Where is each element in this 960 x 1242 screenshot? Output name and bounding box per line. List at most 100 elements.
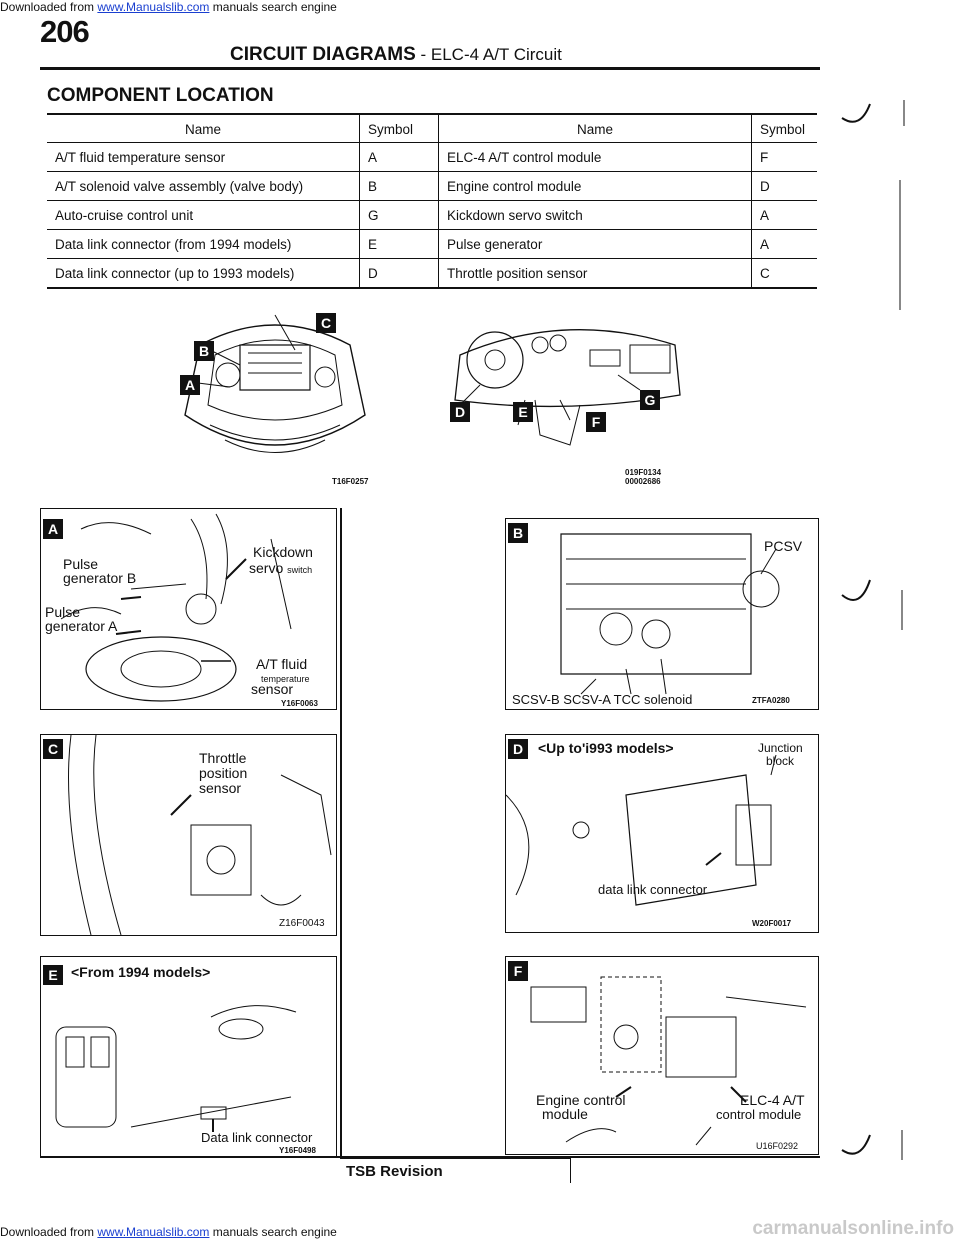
source-suffix: manuals search engine bbox=[209, 0, 337, 14]
panel-c-code: Z16F0043 bbox=[279, 918, 325, 929]
panel-f: F Engine control module ELC-4 A/T contro… bbox=[505, 956, 819, 1155]
panel-e-code: Y16F0498 bbox=[279, 1146, 316, 1155]
label-servo: servo switch bbox=[249, 561, 312, 577]
panel-b-illustration bbox=[506, 519, 818, 709]
table-cell: E bbox=[359, 229, 439, 259]
table-cell: A bbox=[751, 229, 817, 259]
table-row: A/T solenoid valve assembly (valve body)… bbox=[47, 171, 817, 201]
table-header-row: Name Symbol Name Symbol bbox=[47, 114, 817, 143]
table-cell: A/T solenoid valve assembly (valve body) bbox=[47, 171, 360, 201]
label-throttle: Throttle bbox=[199, 750, 247, 766]
label-control-module: control module bbox=[716, 1107, 802, 1122]
label-module: module bbox=[542, 1106, 588, 1122]
label-switch: switch bbox=[287, 565, 313, 575]
table-cell: F bbox=[751, 142, 817, 172]
footer-source-link[interactable]: www.Manualslib.com bbox=[97, 1225, 210, 1239]
table-cell: B bbox=[359, 171, 439, 201]
badge-c: C bbox=[316, 313, 336, 333]
label-at-fluid: A/T fluid bbox=[256, 656, 308, 672]
label-sensor: sensor bbox=[251, 681, 294, 697]
panel-f-illustration bbox=[506, 957, 818, 1154]
label-pulse-generator-a: Pulse generator A bbox=[45, 604, 118, 634]
panel-d-code: W20F0017 bbox=[752, 919, 792, 928]
binding-marks bbox=[840, 100, 960, 1200]
component-table: Name Symbol Name Symbol A/T fluid temper… bbox=[47, 113, 817, 289]
table-cell: A/T fluid temperature sensor bbox=[47, 142, 360, 172]
column-header: Name bbox=[438, 114, 752, 143]
table-cell: ELC-4 A/T control module bbox=[438, 142, 752, 172]
dashboard-overview: D E F G 019F0134 00002686 bbox=[440, 305, 690, 490]
badge-b: B bbox=[194, 341, 214, 361]
panel-f-code: U16F0292 bbox=[756, 1141, 799, 1151]
panel-e: E <From 1994 models> Data link connector… bbox=[40, 956, 337, 1158]
table-cell: G bbox=[359, 200, 439, 230]
badge-a: A bbox=[180, 375, 200, 395]
source-line: Downloaded from www.Manualslib.com manua… bbox=[0, 0, 337, 14]
footer-source-prefix: Downloaded from bbox=[0, 1225, 98, 1239]
badge-f: F bbox=[586, 412, 606, 432]
table-cell: Data link connector (from 1994 models) bbox=[47, 229, 360, 259]
source-link[interactable]: www.Manualslib.com bbox=[97, 0, 210, 14]
table-cell: D bbox=[751, 171, 817, 201]
panel-b: B PCSV SCSV-B SCSV-A TCC solenoid ZTFA02… bbox=[505, 518, 819, 710]
label-engine-control: Engine control bbox=[536, 1092, 626, 1108]
dashboard-illustration bbox=[440, 305, 690, 475]
table-cell: A bbox=[359, 142, 439, 172]
label-pcsv: PCSV bbox=[764, 538, 803, 554]
table-row: Auto-cruise control unit G Kickdown serv… bbox=[47, 200, 817, 230]
watermark: carmanualsonline.info bbox=[752, 1218, 954, 1239]
table-cell: A bbox=[751, 200, 817, 230]
panel-c-badge: C bbox=[43, 739, 63, 759]
panel-e-illustration bbox=[41, 957, 336, 1157]
label-kickdown: Kickdown bbox=[253, 544, 313, 560]
table-cell: Throttle position sensor bbox=[438, 258, 752, 289]
badge-e: E bbox=[513, 402, 533, 422]
dash-code-2: 00002686 bbox=[625, 477, 661, 486]
panel-b-badge: B bbox=[508, 523, 528, 543]
column-header: Symbol bbox=[751, 114, 817, 143]
label-pulse-generator-b: Pulse generator B bbox=[63, 556, 137, 586]
table-cell: Auto-cruise control unit bbox=[47, 200, 360, 230]
panel-d-title: <Up to'i993 models> bbox=[538, 740, 674, 756]
tsb-revision-label: TSB Revision bbox=[346, 1163, 443, 1180]
tsb-revision-box: TSB Revision bbox=[340, 1158, 571, 1183]
table-cell: Data link connector (up to 1993 models) bbox=[47, 258, 360, 289]
panel-d: D <Up to'i993 models> Junction block dat… bbox=[505, 734, 819, 933]
panel-a-illustration bbox=[41, 509, 336, 709]
column-header: Symbol bbox=[359, 114, 439, 143]
panel-d-badge: D bbox=[508, 739, 528, 759]
panel-f-badge: F bbox=[508, 961, 528, 981]
panel-c-illustration bbox=[41, 735, 336, 935]
page-number: 206 bbox=[40, 14, 90, 49]
table-cell: Kickdown servo switch bbox=[438, 200, 752, 230]
label-servo-text: servo bbox=[249, 560, 284, 576]
label-data-link-connector-d: data link connector bbox=[598, 882, 708, 897]
label-junction: Junction bbox=[758, 741, 803, 755]
column-divider bbox=[340, 508, 342, 1158]
table-cell: C bbox=[751, 258, 817, 289]
table-cell: D bbox=[359, 258, 439, 289]
label-block: block bbox=[766, 754, 795, 768]
engine-bay-code: T16F0257 bbox=[332, 477, 369, 486]
label-elc4-at: ELC-4 A/T bbox=[740, 1092, 805, 1108]
panel-d-illustration bbox=[506, 735, 818, 932]
table-row: Data link connector (from 1994 models) E… bbox=[47, 229, 817, 259]
table-row: A/T fluid temperature sensor A ELC-4 A/T… bbox=[47, 142, 817, 172]
label-data-link-connector-e: Data link connector bbox=[201, 1130, 313, 1145]
table-cell: Engine control module bbox=[438, 171, 752, 201]
label-position: position bbox=[199, 765, 248, 781]
bottom-rule bbox=[40, 1156, 820, 1158]
badge-d: D bbox=[450, 402, 470, 422]
header-rule bbox=[40, 67, 820, 70]
table-row: Data link connector (up to 1993 models) … bbox=[47, 258, 817, 289]
panel-a: A Pulse generator B Pulse generator A Ki… bbox=[40, 508, 337, 710]
label-tps-sensor: sensor bbox=[199, 780, 242, 796]
badge-g: G bbox=[640, 390, 660, 410]
engine-bay-illustration bbox=[170, 305, 380, 475]
dash-code-1: 019F0134 bbox=[625, 468, 662, 477]
panel-e-badge: E bbox=[43, 965, 63, 985]
page-title-sub: - ELC-4 A/T Circuit bbox=[415, 45, 562, 64]
label-solenoids: SCSV-B SCSV-A TCC solenoid bbox=[512, 692, 693, 707]
footer-source-suffix: manuals search engine bbox=[209, 1225, 337, 1239]
engine-bay-overview: C B A T16F0257 bbox=[170, 305, 380, 490]
